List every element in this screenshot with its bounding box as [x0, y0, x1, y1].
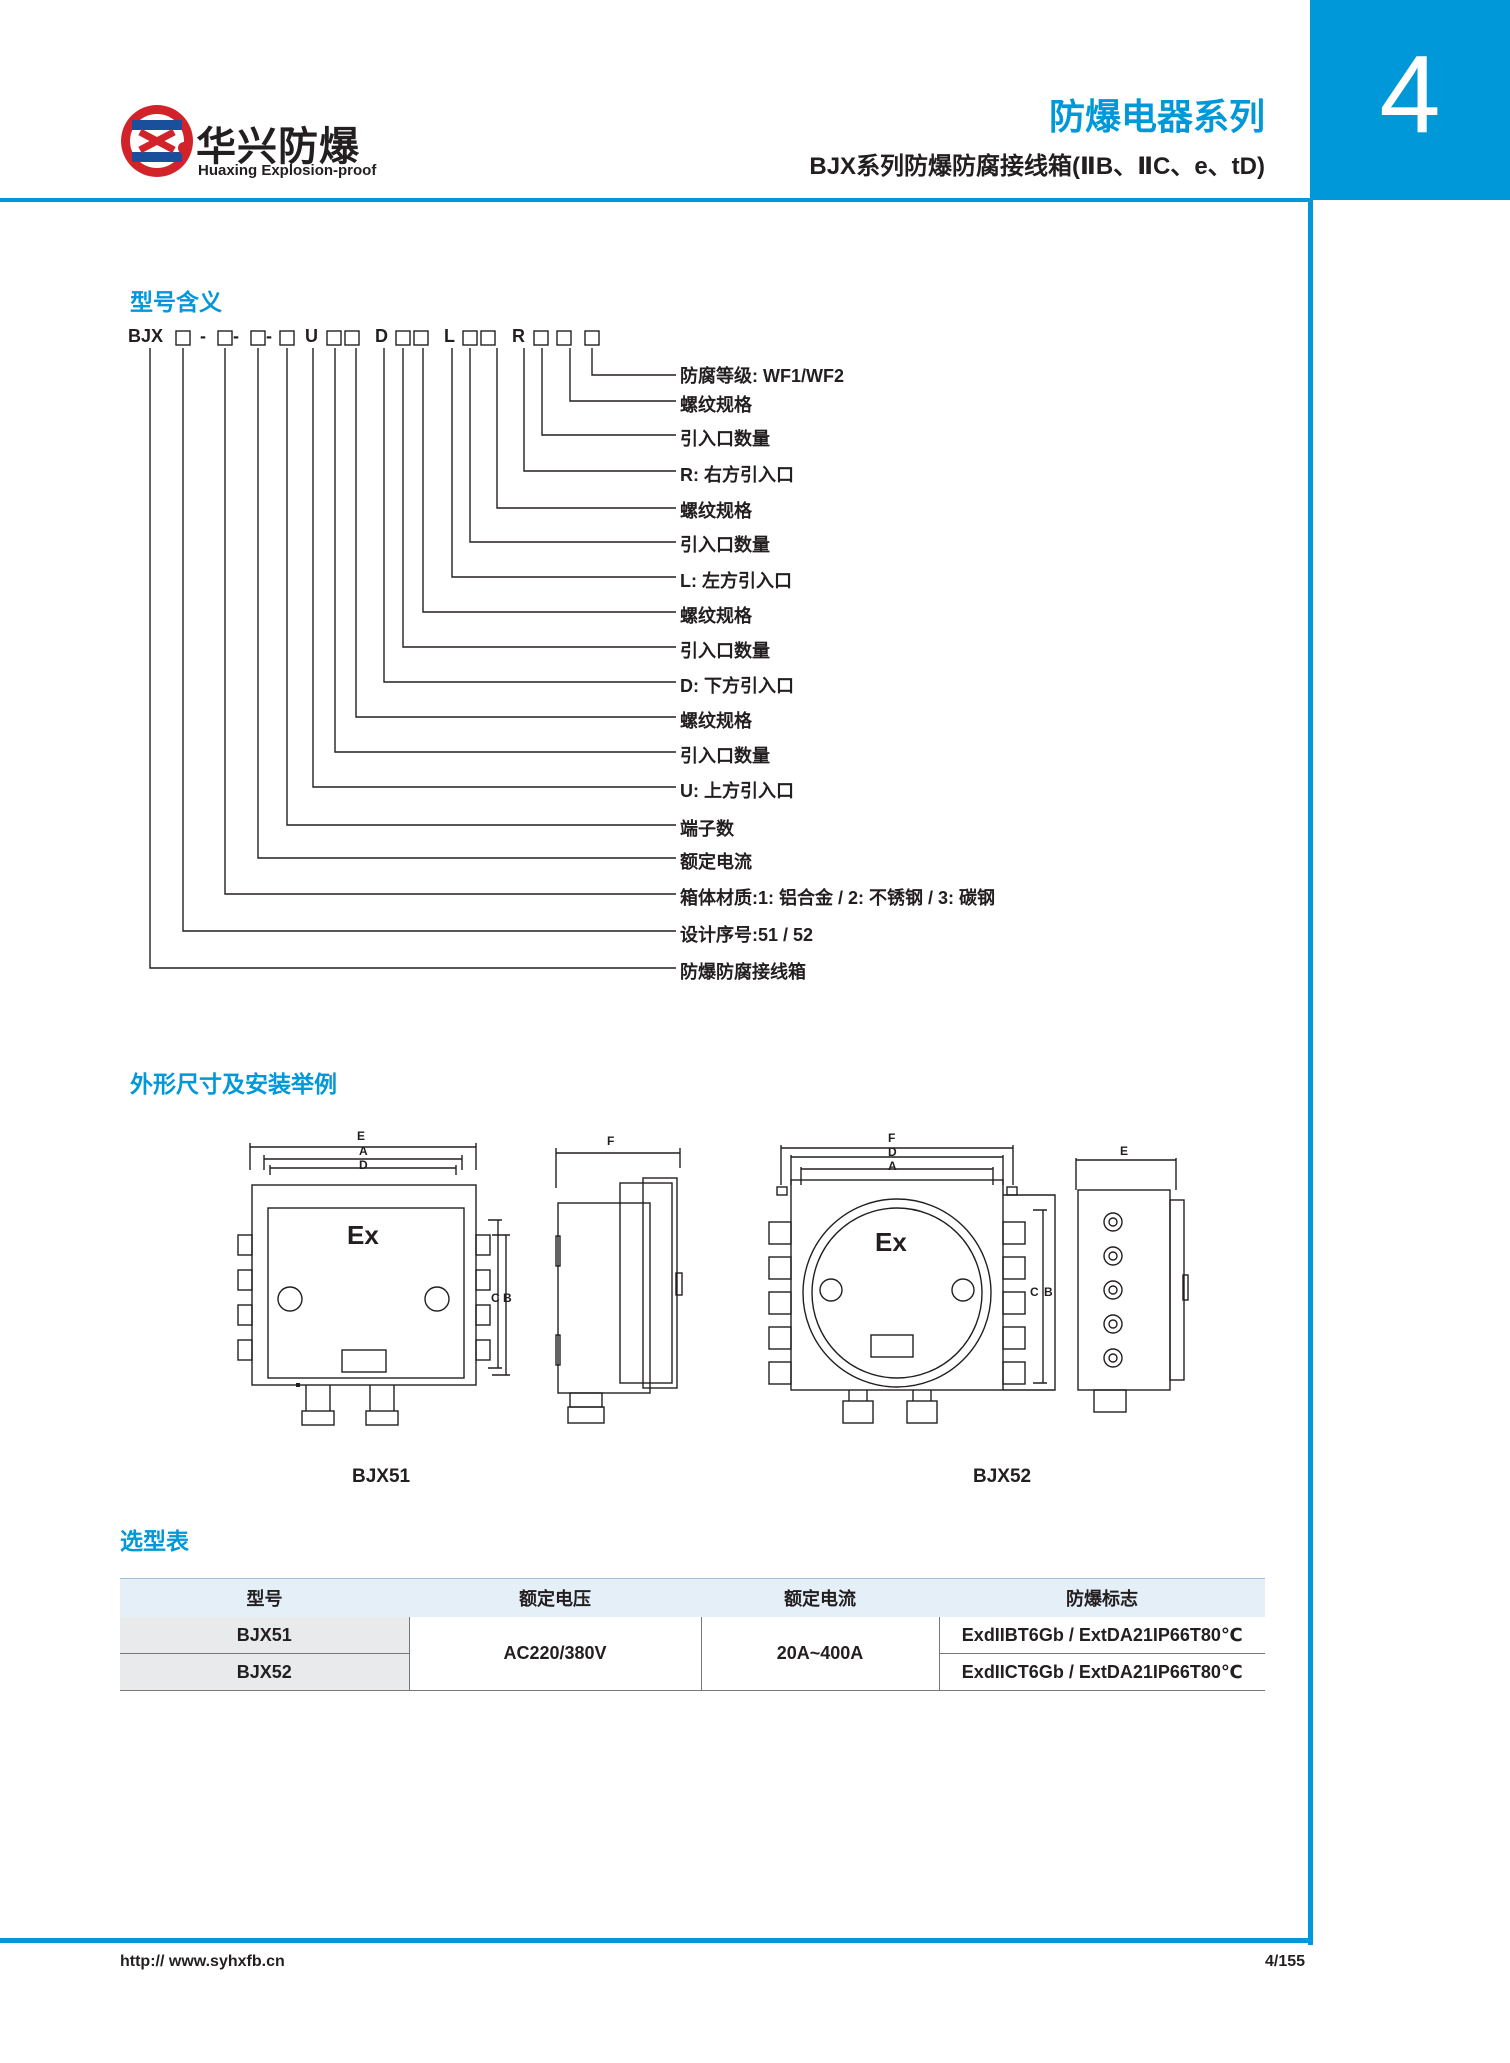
- series-title: 防爆电器系列: [1048, 96, 1265, 137]
- label-design-serial: 设计序号:51 / 52: [680, 925, 814, 945]
- dim-label-f: F: [888, 1131, 896, 1145]
- label-left-entry: L: 左方引入口: [680, 571, 792, 591]
- label-anticorrosion-grade: 防腐等级: WF1/WF2: [680, 366, 844, 386]
- chapter-tab: [1310, 0, 1510, 200]
- dim-label-e: E: [357, 1129, 366, 1143]
- cell-ex-mark: ExdIICT6Gb / ExtDA21IP66T80℃: [938, 1653, 1265, 1691]
- col-ex-mark: 防爆标志: [939, 1578, 1265, 1617]
- logo-mark: [121, 105, 193, 177]
- dim-label-a: A: [888, 1159, 897, 1173]
- label-thread-spec: 螺纹规格: [680, 711, 752, 731]
- label-entry-count: 引入口数量: [680, 641, 770, 661]
- label-top-entry: U: 上方引入口: [680, 781, 794, 801]
- table-row: BJX51 AC220/380V 20A~400A ExdIIBT6Gb / E…: [120, 1617, 1265, 1691]
- ex-mark: Ex: [875, 1227, 907, 1257]
- page-number: 4/155: [1265, 1953, 1306, 1970]
- model-code-leader-lines: [149, 330, 676, 969]
- code-letter-d: D: [375, 326, 388, 346]
- selection-table: 型号 额定电压 额定电流 防爆标志 BJX51 AC220/380V 20A~4…: [120, 1578, 1265, 1691]
- code-dash: -: [266, 326, 272, 346]
- dim-label-c: C: [491, 1291, 500, 1305]
- label-entry-count: 引入口数量: [680, 535, 770, 555]
- caption-bjx52: BJX52: [973, 1466, 1032, 1487]
- dim-label-b: B: [503, 1291, 512, 1305]
- brand-name-en: Huaxing Explosion-proof: [198, 162, 377, 179]
- code-letter-u: U: [305, 326, 318, 346]
- label-thread-spec: 螺纹规格: [680, 606, 752, 626]
- cell-current: 20A~400A: [700, 1617, 939, 1691]
- header-divider: [0, 198, 1312, 202]
- code-prefix: BJX: [128, 326, 164, 346]
- label-right-entry: R: 右方引入口: [680, 465, 794, 485]
- label-thread-spec: 螺纹规格: [680, 501, 752, 521]
- dim-label-a: A: [359, 1144, 368, 1158]
- cell-ex-mark: ExdIIBT6Gb / ExtDA21IP66T80℃: [938, 1617, 1265, 1654]
- model-meaning-heading: 型号含义: [130, 289, 222, 315]
- cell-model: BJX51: [120, 1617, 409, 1654]
- label-rated-current: 额定电流: [680, 852, 752, 872]
- cell-voltage: AC220/380V: [408, 1617, 701, 1691]
- bjx51-front-drawing: [237, 1143, 510, 1426]
- label-bottom-entry: D: 下方引入口: [680, 676, 794, 696]
- bjx52-side-drawing: [1075, 1158, 1189, 1413]
- selection-heading: 选型表: [120, 1528, 189, 1554]
- dim-label-b: B: [1044, 1285, 1053, 1299]
- label-terminal-count: 端子数: [680, 819, 734, 839]
- label-product-type: 防爆防腐接线箱: [680, 962, 806, 982]
- col-model: 型号: [120, 1578, 409, 1617]
- bjx52-front-drawing: [768, 1145, 1056, 1424]
- dim-label-c: C: [1030, 1285, 1039, 1299]
- code-dash: -: [200, 326, 206, 346]
- dim-label-d: D: [359, 1158, 368, 1172]
- ex-mark: Ex: [347, 1220, 379, 1250]
- label-thread-spec: 螺纹规格: [680, 395, 752, 415]
- right-margin-rule: [1308, 200, 1313, 1945]
- footer-url[interactable]: http:// www.syhxfb.cn: [120, 1953, 285, 1970]
- col-voltage: 额定电压: [409, 1578, 701, 1617]
- code-dash: -: [233, 326, 239, 346]
- col-current: 额定电流: [701, 1578, 939, 1617]
- label-entry-count: 引入口数量: [680, 746, 770, 766]
- brand-name: 华兴防爆: [196, 125, 360, 169]
- caption-bjx51: BJX51: [352, 1466, 411, 1487]
- dimensions-heading: 外形尺寸及安装举例: [130, 1071, 337, 1097]
- footer-divider: [0, 1938, 1312, 1943]
- label-entry-count: 引入口数量: [680, 429, 770, 449]
- dim-label-f: F: [607, 1134, 615, 1148]
- chapter-number: 4: [1379, 33, 1441, 156]
- table-row: BJX52 ExdIICT6Gb / ExtDA21IP66T80℃: [120, 1653, 1265, 1691]
- code-letter-r: R: [512, 326, 525, 346]
- product-subtitle: BJX系列防爆防腐接线箱(ⅡB、ⅡC、e、tD): [809, 153, 1265, 180]
- dim-label-d: D: [888, 1145, 897, 1159]
- bjx51-side-drawing: [555, 1148, 683, 1424]
- dim-label-e: E: [1120, 1144, 1129, 1158]
- code-letter-l: L: [444, 326, 455, 346]
- table-header-row: 型号 额定电压 额定电流 防爆标志: [120, 1578, 1265, 1617]
- label-enclosure-material: 箱体材质:1: 铝合金 / 2: 不锈钢 / 3: 碳钢: [680, 888, 996, 908]
- cell-model: BJX52: [120, 1653, 409, 1691]
